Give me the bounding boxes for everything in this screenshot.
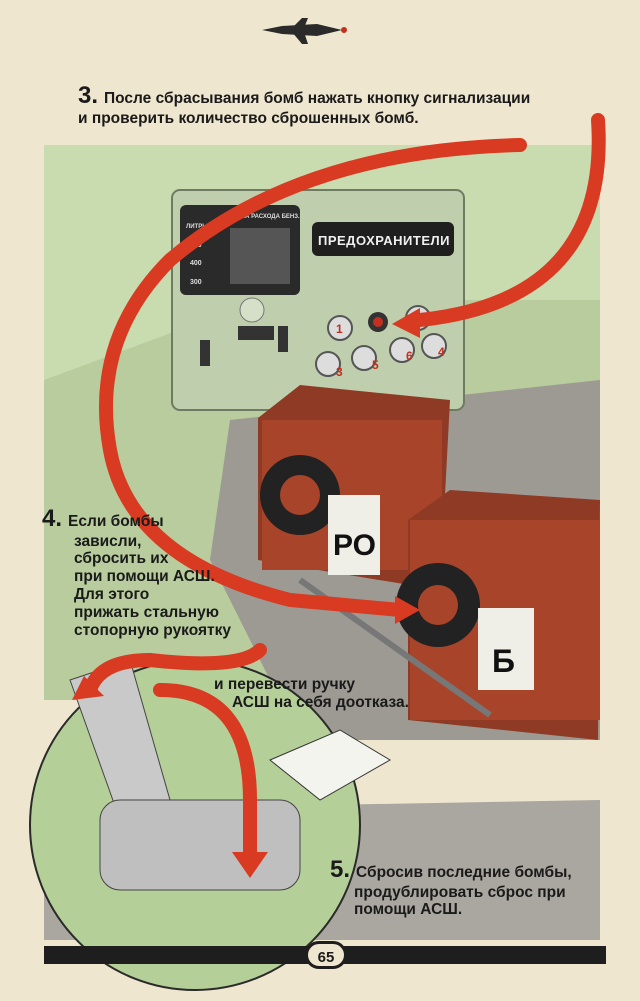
step-5-text: 5. Сбросив последние бомбы, продублироват…: [330, 856, 630, 919]
airplane-icon: [262, 18, 347, 44]
page-number: 65: [305, 941, 347, 969]
step-5-line-1: Сбросив последние бомбы,: [356, 864, 572, 881]
b-letter: Б: [492, 643, 515, 679]
bomb-box-right: Б: [396, 490, 600, 740]
toggle-switch-left: [200, 340, 210, 366]
step-4-line-2: зависли,: [74, 532, 142, 550]
step-4-line-4: при помощи АСШ.: [74, 568, 215, 586]
step-4-cont-line-1: и перевести ручку: [214, 676, 355, 693]
toggle-switch-right: [278, 326, 288, 352]
svg-text:4: 4: [438, 345, 445, 359]
step-5-line-2: продублировать сброс при: [354, 883, 566, 901]
fuse-button-1[interactable]: 1: [327, 315, 353, 341]
scale-300: 300: [190, 279, 202, 286]
step-4-text: 4. Если бомбы зависли, сбросить их при по…: [42, 505, 272, 639]
step-4-number: 4.: [42, 505, 63, 532]
step-4-line-6: прижать стальную: [74, 603, 220, 621]
fuses-label: ПРЕДОХРАНИТЕЛИ: [318, 233, 450, 248]
fuel-scheme-label: СХЕМА РАСХОДА БЕНЗ.: [228, 214, 300, 220]
fuse-button-5[interactable]: 5: [351, 345, 379, 372]
step-4-line-5: Для этого: [74, 586, 150, 604]
lever-mechanism: [99, 799, 301, 891]
ro-letters: РО: [333, 529, 376, 562]
step-4-continuation: и перевести ручку АСШ на себя доотказа.: [208, 676, 468, 712]
step-3-number: 3.: [78, 82, 99, 109]
liters-label: ЛИТРЫ: [186, 224, 208, 230]
fuse-button-4[interactable]: 4: [421, 333, 447, 359]
svg-text:6: 6: [406, 349, 413, 363]
step-5-line-3: помощи АСШ.: [354, 901, 463, 919]
svg-text:5: 5: [372, 358, 379, 372]
fuses-plate: [312, 222, 454, 256]
hand-icon: [269, 729, 391, 801]
red-arrows: [83, 113, 606, 867]
scale-400: 400: [190, 260, 202, 267]
step-4-cont-line-2: АСШ на себя доотказа.: [232, 693, 409, 711]
step-3-line-2: и проверить количество сброшенных бомб.: [78, 109, 419, 127]
ro-plate: [328, 495, 380, 575]
step-4-line-1: Если бомбы: [68, 513, 164, 530]
step-4-line-3: сбросить их: [74, 550, 169, 568]
bomb-box-left: РО: [258, 385, 450, 590]
svg-text:1: 1: [336, 322, 343, 336]
step-3-line-1: После сбрасывания бомб нажать кнопку сиг…: [104, 90, 531, 107]
arrowheads: [72, 308, 420, 878]
step-5-number: 5.: [330, 856, 351, 883]
step-4-line-7: стопорную рукоятку: [74, 621, 232, 639]
fuse-button-6[interactable]: 6: [389, 337, 415, 363]
b-plate: [478, 608, 534, 690]
control-panel: СХЕМА РАСХОДА БЕНЗ. ЛИТРЫ 500 400 300 ПР…: [171, 189, 465, 411]
svg-text:3: 3: [336, 365, 343, 379]
step-3-text: 3. После сбрасывания бомб нажать кнопку с…: [78, 82, 618, 127]
fuse-button-3[interactable]: 3: [315, 351, 343, 379]
